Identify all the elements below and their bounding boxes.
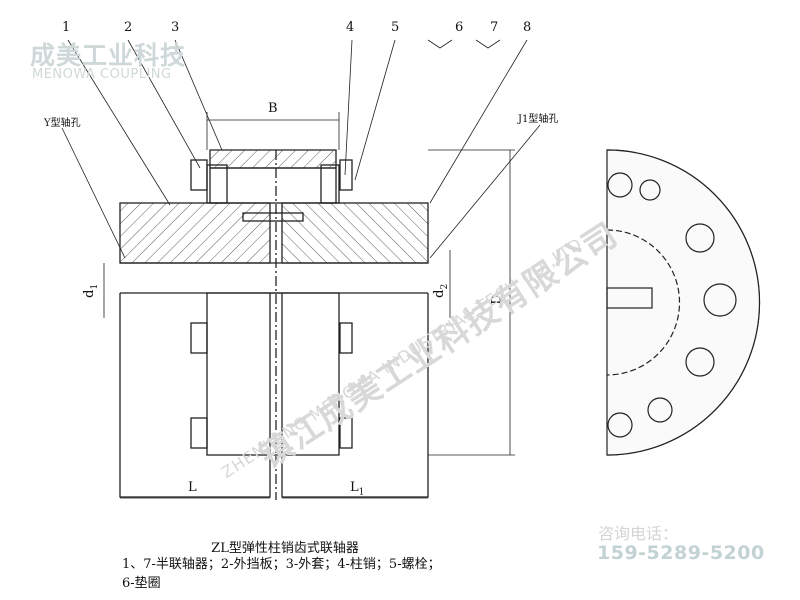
callout-5: 5 — [391, 20, 400, 35]
brand-name-cn: 成美工业科技 — [30, 41, 187, 70]
sleeve-section — [209, 149, 337, 169]
dim-L: L — [188, 480, 197, 495]
left-hub-section — [119, 202, 271, 264]
bolt-left-top — [190, 159, 208, 191]
dimensions — [61, 39, 541, 499]
dim-B: B — [268, 101, 278, 116]
pin-hole — [703, 283, 737, 317]
right-hub-section — [281, 202, 429, 264]
callout-6: 6 — [455, 20, 464, 35]
callout-4: 4 — [346, 20, 355, 35]
side-view — [119, 149, 429, 500]
callout-2: 2 — [124, 20, 133, 35]
keyway — [606, 287, 653, 309]
parts-legend: 1、7-半联轴器；2-外挡板；3-外套；4-柱销；5-螺栓；6-垫圈 — [122, 557, 441, 591]
bore-label-left: Y型轴孔 — [44, 118, 81, 129]
drawing-title: ZL型弹性柱销齿式联轴器 — [211, 541, 359, 556]
sleeve-outline — [206, 292, 340, 456]
bore-label-right: J1型轴孔 — [518, 114, 559, 125]
pin-hole — [685, 347, 715, 377]
dim-d1: d1 — [82, 283, 100, 298]
brand-name-en: MENOWA COUPLING — [32, 67, 172, 82]
dim-d2: d2 — [432, 283, 450, 298]
contact-phone[interactable]: 159-5289-5200 — [597, 542, 765, 564]
pin-hole — [607, 412, 633, 438]
end-view — [606, 149, 761, 456]
callout-8: 8 — [523, 20, 532, 35]
bolt-right-top — [339, 159, 353, 191]
pin-hole — [685, 223, 715, 253]
pin-hole — [647, 397, 673, 423]
callout-1: 1 — [62, 20, 71, 35]
dim-L1: L1 — [350, 480, 365, 498]
contact-label: 咨询电话： — [598, 524, 679, 543]
callout-7: 7 — [490, 20, 499, 35]
pin-hole — [639, 179, 661, 201]
pin-hole — [607, 172, 633, 198]
pin — [242, 212, 304, 222]
callout-3: 3 — [171, 20, 180, 35]
